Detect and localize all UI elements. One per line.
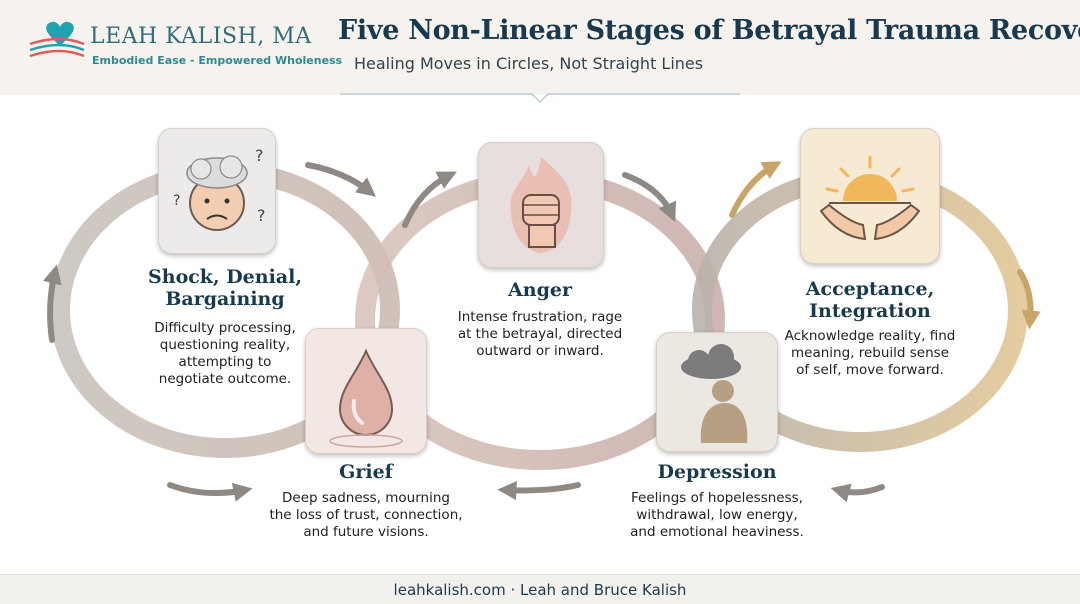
teardrop-icon <box>329 348 403 448</box>
stage-desc-line: Deep sadness, mourning <box>282 490 450 506</box>
stage-desc-line: Intense frustration, rage <box>457 309 623 325</box>
arrow-4 <box>497 480 581 501</box>
confused-face-icon: ? ? ? <box>173 146 266 231</box>
arrow-3 <box>622 172 677 223</box>
stage-4-title: Grief <box>266 461 466 483</box>
stage-desc-line: questioning reality, <box>159 337 291 353</box>
stage-title-line: Anger <box>508 279 572 301</box>
stage-desc-line: the loss of trust, connection, <box>269 507 463 523</box>
stage-desc-line: meaning, rebuild sense <box>790 345 950 361</box>
stage-5-description: Feelings of hopelessness, withdrawal, lo… <box>602 490 832 541</box>
logo-heart-icon <box>29 21 85 58</box>
arrow-9 <box>729 161 782 218</box>
flaming-fist-icon <box>510 157 572 253</box>
stage-icon-card-3 <box>800 128 940 264</box>
stage-desc-line: negotiate outcome. <box>158 371 292 387</box>
svg-text:?: ? <box>257 206 266 225</box>
stage-icon-card-5 <box>656 332 778 452</box>
logo-tagline: Embodied Ease - Empowered Wholeness <box>92 54 343 67</box>
arrow-2 <box>402 171 457 228</box>
page-subtitle: Healing Moves in Circles, Not Straight L… <box>354 54 704 73</box>
flow-arrows <box>42 161 1041 503</box>
arrow-5 <box>167 482 253 502</box>
stage-1-description: Difficulty processing, questioning reali… <box>120 320 330 388</box>
stage-title-line: Bargaining <box>165 288 285 310</box>
stage-3-title: Acceptance, Integration <box>760 278 980 322</box>
svg-text:?: ? <box>255 146 264 165</box>
stage-desc-line: of self, move forward. <box>796 362 944 378</box>
page-title: Five Non-Linear Stages of Betrayal Traum… <box>338 15 1080 46</box>
arrow-8 <box>1017 269 1041 330</box>
stage-title-line: Grief <box>339 461 393 483</box>
stage-2-description: Intense frustration, rage at the betraya… <box>425 309 655 360</box>
arrow-7 <box>830 483 885 503</box>
stage-1-title: Shock, Denial, Bargaining <box>120 266 330 310</box>
footer-bar: leahkalish.com · Leah and Bruce Kalish <box>0 574 1080 604</box>
stage-4-description: Deep sadness, mourning the loss of trust… <box>246 490 486 541</box>
stage-5-title: Depression <box>617 461 817 483</box>
header-band <box>0 0 1080 95</box>
stage-desc-line: and future visions. <box>303 524 429 540</box>
stage-desc-line: at the betrayal, directed <box>457 326 623 342</box>
arrow-1 <box>305 162 376 197</box>
stage-desc-line: Acknowledge reality, find <box>784 328 956 344</box>
stage-title-line: Depression <box>657 461 777 483</box>
stage-desc-line: outward or inward. <box>476 343 604 359</box>
rain-cloud-person-icon <box>681 344 748 443</box>
svg-text:?: ? <box>173 193 180 209</box>
stage-desc-line: attempting to <box>178 354 272 370</box>
arrow-6 <box>42 264 62 343</box>
stage-2-title: Anger <box>440 279 640 301</box>
stage-desc-line: and emotional heaviness. <box>630 524 804 540</box>
logo-title: LEAH KALISH, MA <box>90 24 312 49</box>
stage-icon-card-1: ? ? ? <box>158 128 276 254</box>
stage-desc-line: Difficulty processing, <box>154 320 296 336</box>
stage-desc-line: Feelings of hopelessness, <box>631 490 803 506</box>
footer-text: leahkalish.com · Leah and Bruce Kalish <box>393 581 687 599</box>
stage-icon-card-4 <box>305 328 427 454</box>
stage-title-line: Acceptance, <box>805 278 935 300</box>
stage-3-description: Acknowledge reality, find meaning, rebui… <box>760 328 980 379</box>
stage-desc-line: withdrawal, low energy, <box>636 507 798 523</box>
sun-in-hands-icon <box>819 155 921 241</box>
header-divider <box>340 93 740 103</box>
stage-title-line: Integration <box>809 300 931 322</box>
stage-title-line: Shock, Denial, <box>148 266 302 288</box>
stage-icon-card-2 <box>478 142 604 268</box>
